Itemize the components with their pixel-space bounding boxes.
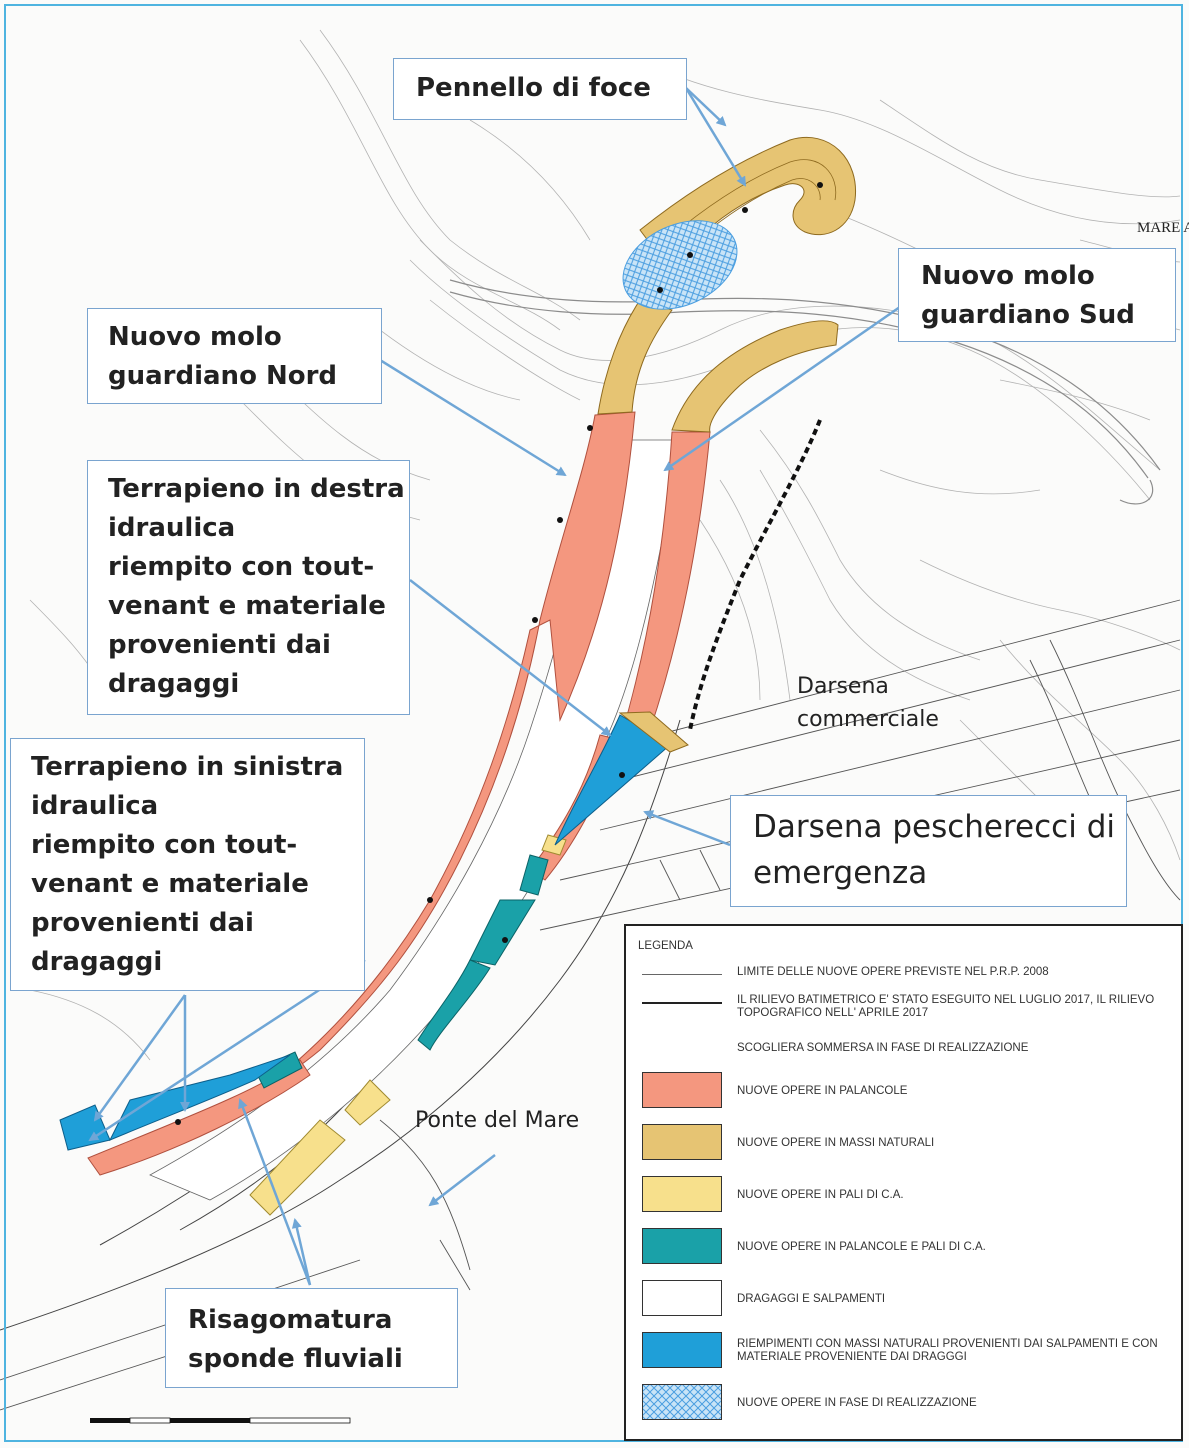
legend-line-text-3: SCOGLIERA SOMMERSA IN FASE DI REALIZZAZI… — [737, 1042, 1029, 1054]
callout-risagomatura: Risagomatura sponde fluviali — [165, 1288, 458, 1388]
legend-item-palancole-pali: NUOVE OPERE IN PALANCOLE E PALI DI C.A. — [642, 1228, 1173, 1268]
callout-risagomatura-line-1: Risagomatura — [188, 1305, 393, 1335]
legend-item-in-realizzazione: NUOVE OPERE IN FASE DI REALIZZAZIONE — [642, 1384, 1173, 1424]
callout-pescherecci-line-2: emergenza — [753, 855, 928, 891]
riempimento-sinistra — [108, 1054, 291, 1141]
callout-terrapieno-sinistra: Terrapieno in sinistra idraulica riempit… — [10, 738, 365, 991]
legend-swatch-palancole-pali — [642, 1228, 722, 1264]
darsena-massi — [618, 711, 689, 753]
callout-pescherecci-line-1: Darsena pescherecci di — [753, 809, 1115, 845]
legend-line-symbol-2 — [642, 1002, 722, 1004]
palancole-pali-2 — [469, 899, 536, 966]
callout-destra-line-2: idraulica — [108, 513, 236, 543]
legend-swatch-massi — [642, 1124, 722, 1160]
legend-line-row-2: IL RILIEVO BATIMETRICO E' STATO ESEGUITO… — [642, 994, 1173, 1024]
callout-sinistra-line-5: provenienti dai — [31, 908, 254, 938]
darsena-commerciale-line-1: Darsena — [797, 674, 889, 699]
existing-breakwater — [449, 279, 1161, 505]
scale-bar — [90, 1417, 351, 1424]
callout-sinistra-line-4: venant e materiale — [31, 869, 309, 899]
label-mare: MARE A — [1137, 220, 1189, 236]
callout-molo-nord-line-1: Nuovo molo — [108, 322, 282, 352]
callout-molo-nord: Nuovo molo guardiano Nord — [87, 308, 382, 404]
pali-segment-2 — [344, 1079, 391, 1126]
callout-destra-line-6: dragaggi — [108, 669, 240, 699]
legend-item-dragaggi: DRAGAGGI E SALPAMENTI — [642, 1280, 1173, 1320]
callout-destra-line-4: venant e materiale — [108, 591, 386, 621]
legend-swatch-palancole — [642, 1072, 722, 1108]
callout-destra-line-1: Terrapieno in destra — [108, 474, 405, 504]
callout-pennello-line-1: Pennello di foce — [416, 73, 651, 103]
legend-box: LEGENDA LIMITE DELLE NUOVE OPERE PREVIST… — [624, 924, 1183, 1441]
molo-sud-massi — [671, 320, 839, 433]
callout-sinistra-line-2: idraulica — [31, 791, 159, 821]
legend-text-riempimenti: RIEMPIMENTI CON MASSI NATURALI PROVENIEN… — [737, 1338, 1158, 1363]
callout-darsena-pescherecci: Darsena pescherecci di emergenza — [730, 795, 1127, 907]
legend-swatch-dragaggi — [642, 1280, 722, 1316]
legend-title: LEGENDA — [638, 940, 693, 952]
legend-line-text-2: IL RILIEVO BATIMETRICO E' STATO ESEGUITO… — [737, 994, 1155, 1019]
molo-nord-massi — [597, 299, 673, 415]
callout-molo-sud-line-2: guardiano Sud — [921, 300, 1135, 330]
legend-text-in-realizzazione: NUOVE OPERE IN FASE DI REALIZZAZIONE — [737, 1397, 977, 1409]
callout-destra-line-5: provenienti dai — [108, 630, 331, 660]
legend-swatch-pali — [642, 1176, 722, 1212]
callout-terrapieno-destra: Terrapieno in destra idraulica riempito … — [87, 460, 410, 715]
legend-text-dragaggi: DRAGAGGI E SALPAMENTI — [737, 1293, 886, 1305]
legend-swatch-hatch — [642, 1384, 722, 1420]
riempimento-sinistra-2 — [59, 1104, 111, 1151]
legend-line-row-3: SCOGLIERA SOMMERSA IN FASE DI REALIZZAZI… — [642, 1042, 1173, 1062]
legend-item-riempimenti: RIEMPIMENTI CON MASSI NATURALI PROVENIEN… — [642, 1332, 1173, 1372]
label-ponte-del-mare: Ponte del Mare — [415, 1108, 580, 1133]
hatch-area — [622, 220, 738, 310]
legend-item-pali: NUOVE OPERE IN PALI DI C.A. — [642, 1176, 1173, 1216]
molo-nord-palancole-lower — [87, 1059, 311, 1176]
legend-line-text-1: LIMITE DELLE NUOVE OPERE PREVISTE NEL P.… — [737, 966, 1049, 978]
callout-risagomatura-line-2: sponde fluviali — [188, 1344, 403, 1374]
legend-swatch-riempimenti — [642, 1332, 722, 1368]
legend-text-palancole-pali: NUOVE OPERE IN PALANCOLE E PALI DI C.A. — [737, 1241, 986, 1253]
legend-line-row-1: LIMITE DELLE NUOVE OPERE PREVISTE NEL P.… — [642, 966, 1173, 986]
callout-molo-nord-line-2: guardiano Nord — [108, 361, 338, 391]
callout-molo-sud-line-1: Nuovo molo — [921, 261, 1095, 291]
label-darsena-commerciale: Darsena commerciale — [797, 670, 939, 736]
legend-item-palancole: NUOVE OPERE IN PALANCOLE — [642, 1072, 1173, 1112]
legend-text-pali: NUOVE OPERE IN PALI DI C.A. — [737, 1189, 904, 1201]
palancole-pali-3 — [417, 959, 491, 1051]
legend-item-massi: NUOVE OPERE IN MASSI NATURALI — [642, 1124, 1173, 1164]
callout-molo-sud: Nuovo molo guardiano Sud — [898, 248, 1176, 342]
palancole-pali-1 — [519, 854, 549, 896]
callout-sinistra-line-3: riempito con tout- — [31, 830, 298, 860]
legend-text-massi: NUOVE OPERE IN MASSI NATURALI — [737, 1137, 935, 1149]
callout-sinistra-line-1: Terrapieno in sinistra — [31, 752, 344, 782]
callout-destra-line-3: riempito con tout- — [108, 552, 375, 582]
callout-pennello-di-foce: Pennello di foce — [393, 58, 687, 120]
callout-sinistra-line-6: dragaggi — [31, 947, 163, 977]
legend-line-symbol-1 — [642, 974, 722, 975]
darsena-commerciale-line-2: commerciale — [797, 707, 939, 732]
legend-text-palancole: NUOVE OPERE IN PALANCOLE — [737, 1085, 908, 1097]
survey-points — [175, 182, 823, 1125]
